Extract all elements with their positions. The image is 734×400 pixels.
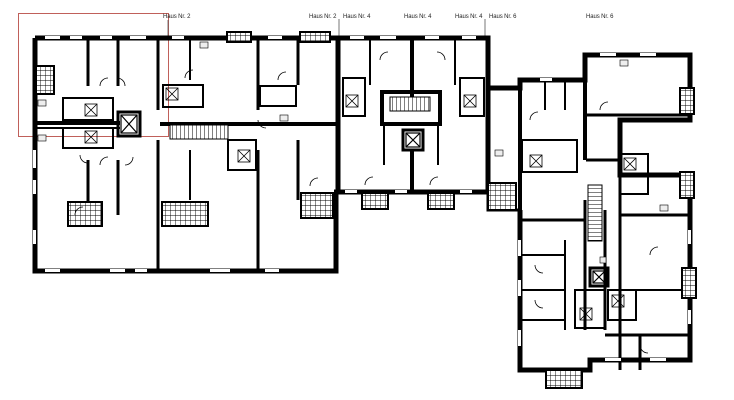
label-haus-4-b: Haus Nr. 4 bbox=[404, 14, 432, 20]
elevators bbox=[120, 114, 606, 284]
stairs bbox=[169, 96, 603, 242]
kitchen-fixtures bbox=[37, 41, 669, 264]
label-haus-4-c: Haus Nr. 4 bbox=[455, 14, 483, 20]
balconies bbox=[35, 31, 697, 389]
walls bbox=[32, 35, 693, 373]
label-haus-4-a: Haus Nr. 4 bbox=[343, 14, 371, 20]
label-haus-6-a: Haus Nr. 6 bbox=[489, 14, 517, 20]
highlight-selection-rectangle bbox=[18, 13, 169, 137]
showers bbox=[84, 87, 637, 321]
doors bbox=[74, 51, 659, 354]
label-haus-6-b: Haus Nr. 6 bbox=[586, 14, 614, 20]
windows bbox=[33, 36, 691, 361]
label-haus-2-a: Haus Nr. 2 bbox=[163, 14, 191, 20]
label-haus-2-b: Haus Nr. 2 bbox=[309, 14, 337, 20]
